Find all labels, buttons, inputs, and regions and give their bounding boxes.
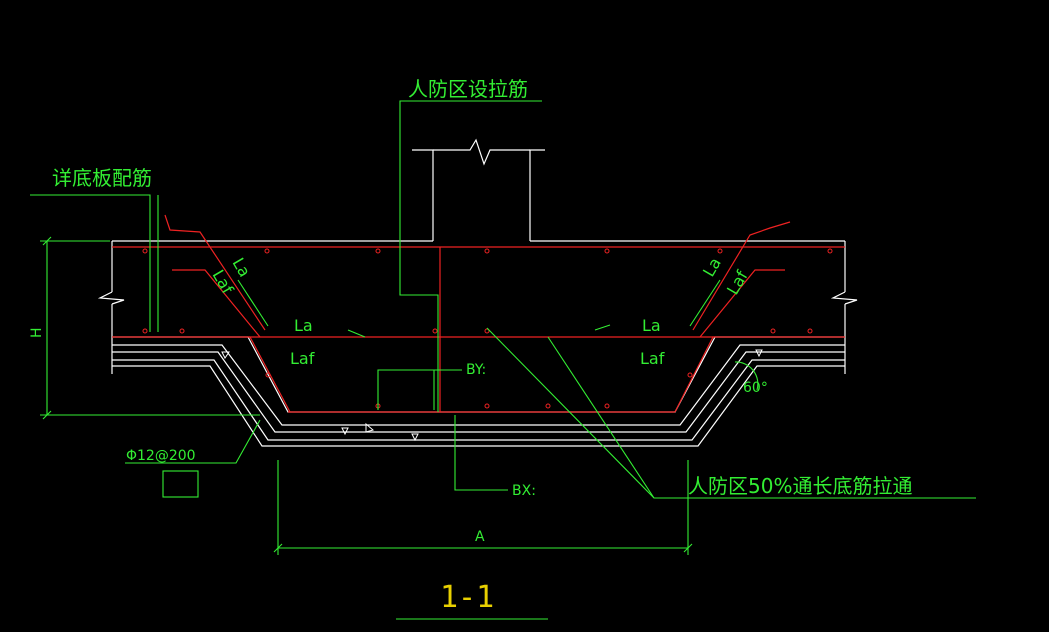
width-dimension-label: A bbox=[475, 529, 485, 545]
annotation-lines bbox=[30, 100, 976, 620]
by-label: BY: bbox=[466, 362, 486, 378]
section-title: 1-1 bbox=[440, 580, 494, 615]
concrete-markers bbox=[221, 349, 763, 442]
tie-bars-label: 人防区设拉筋 bbox=[408, 77, 528, 101]
angle-label: 60° bbox=[743, 380, 768, 396]
la-left-label: La bbox=[294, 316, 313, 335]
laf-right-label: Laf bbox=[640, 349, 665, 368]
bottom-bar-note-label: 人防区50%通长底筋拉通 bbox=[688, 474, 912, 498]
rebar-spec-label: Φ12@200 bbox=[126, 448, 196, 464]
slab-reinforcement-label: 详底板配筋 bbox=[52, 166, 152, 190]
rebar-lines bbox=[112, 214, 845, 413]
concrete-outline bbox=[97, 138, 858, 447]
height-dimension-label: H bbox=[29, 327, 45, 338]
bx-label: BX: bbox=[512, 483, 536, 499]
la-right-label: La bbox=[642, 316, 661, 335]
la-right-diag-label: La bbox=[699, 254, 725, 280]
la-left-diag-label: La bbox=[229, 255, 255, 281]
laf-left-label: Laf bbox=[290, 349, 315, 368]
